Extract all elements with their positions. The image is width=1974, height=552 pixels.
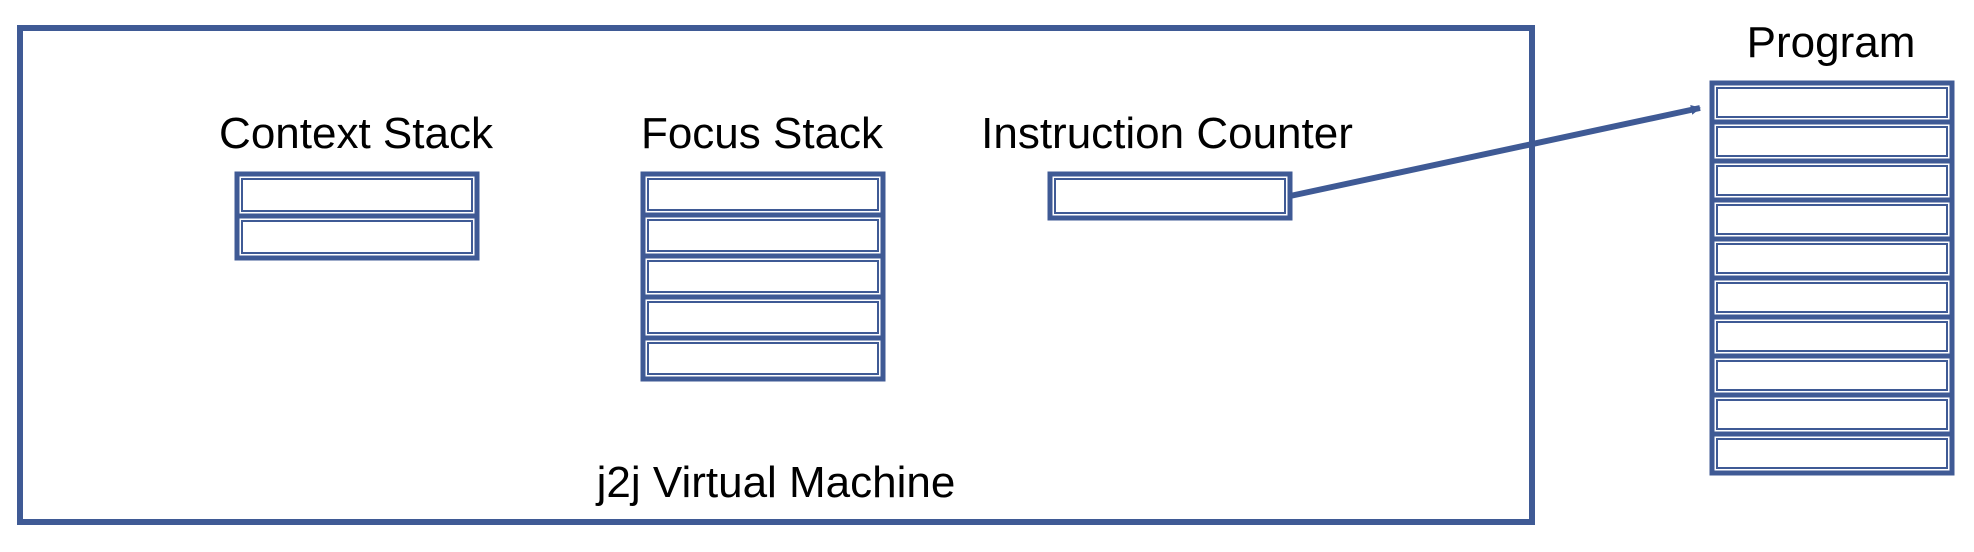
program-slot-inner bbox=[1716, 399, 1948, 430]
focus-stack-label: Focus Stack bbox=[641, 109, 884, 158]
instruction-counter: Instruction Counter bbox=[981, 109, 1353, 221]
program-slot-inner bbox=[1716, 321, 1948, 352]
focus-stack: Focus Stack bbox=[640, 109, 886, 382]
context-stack: Context Stack bbox=[219, 109, 494, 261]
focus-stack-slot-inner bbox=[647, 260, 879, 293]
instruction-counter-slot-inner bbox=[1054, 178, 1286, 214]
focus-stack-slots bbox=[640, 171, 886, 382]
program-slot-inner bbox=[1716, 438, 1948, 469]
focus-stack-slot bbox=[640, 335, 886, 382]
program-label: Program bbox=[1747, 18, 1916, 67]
vm-label: j2j Virtual Machine bbox=[595, 458, 956, 507]
focus-stack-slot-inner bbox=[647, 178, 879, 211]
context-stack-label: Context Stack bbox=[219, 109, 494, 158]
focus-stack-slot-inner bbox=[647, 219, 879, 252]
context-stack-slot bbox=[234, 171, 480, 219]
program-slot-inner bbox=[1716, 165, 1948, 196]
program-slot-inner bbox=[1716, 282, 1948, 313]
focus-stack-slot bbox=[640, 171, 886, 218]
program-slot-inner bbox=[1716, 243, 1948, 274]
context-stack-slot bbox=[234, 213, 480, 261]
context-stack-slot-inner bbox=[241, 220, 473, 254]
vm-box bbox=[17, 25, 1535, 525]
focus-stack-slot-inner bbox=[647, 301, 879, 334]
pointer-arrow bbox=[1289, 105, 1701, 199]
program-slot bbox=[1709, 431, 1955, 476]
focus-stack-slot bbox=[640, 212, 886, 259]
program-slot-inner bbox=[1716, 126, 1948, 157]
instruction-counter-slots bbox=[1047, 171, 1293, 221]
focus-stack-slot-inner bbox=[647, 342, 879, 375]
program-slots bbox=[1709, 80, 1955, 476]
program-slot-inner bbox=[1716, 360, 1948, 391]
program-slot-inner bbox=[1716, 204, 1948, 235]
focus-stack-slot bbox=[640, 294, 886, 341]
instruction-counter-label: Instruction Counter bbox=[981, 109, 1353, 158]
program: Program bbox=[1709, 18, 1955, 476]
focus-stack-slot bbox=[640, 253, 886, 300]
instruction-counter-slot bbox=[1047, 171, 1293, 221]
context-stack-slots bbox=[234, 171, 480, 261]
program-slot-inner bbox=[1716, 87, 1948, 118]
context-stack-slot-inner bbox=[241, 178, 473, 212]
